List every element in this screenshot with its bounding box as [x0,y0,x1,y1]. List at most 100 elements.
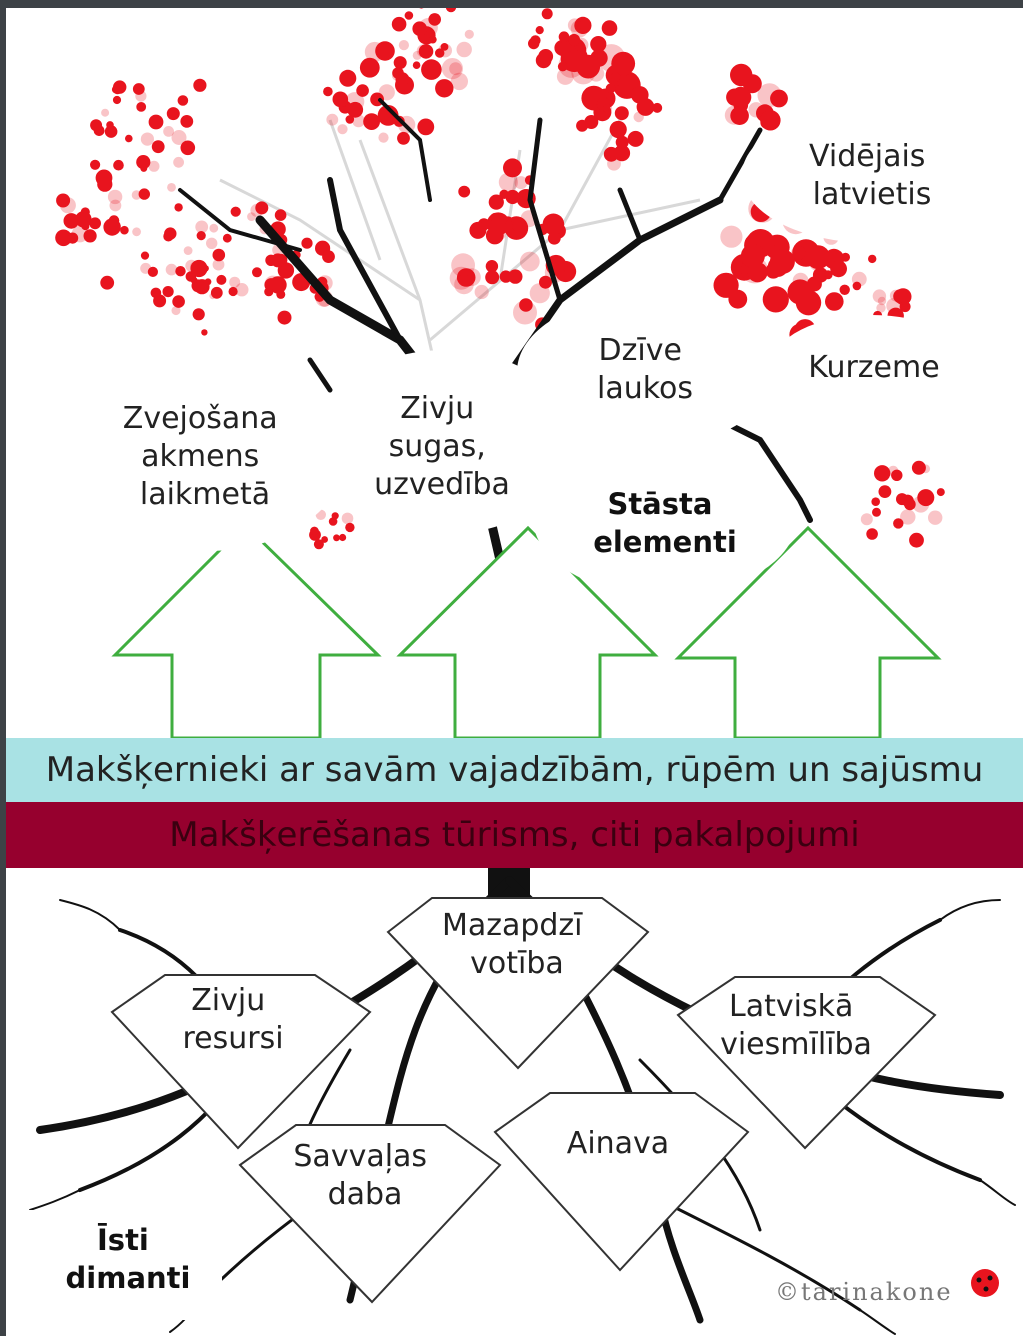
diamond-landscape [495,1093,748,1270]
red-berry [747,262,767,282]
red-berry [201,329,207,335]
red-berry [310,527,319,536]
red-berry [559,31,570,42]
red-berry [610,121,627,138]
red-berry [105,125,118,138]
red-berry [429,36,437,44]
red-berry [148,267,158,277]
red-berry [167,183,176,192]
red-berry [405,11,414,20]
red-berry [180,115,193,128]
fishing-tourism-band: Makšķerēšanas tūrisms, citi pakalpojumi [6,802,1023,868]
red-berry [435,79,453,97]
red-berry [203,265,209,271]
anglers-needs-band: Makšķernieki ar savām vajadzībām, rūpēm … [6,738,1023,802]
red-berry [206,238,217,249]
red-berry [278,311,292,325]
red-berry [112,86,120,94]
red-berry [508,269,522,283]
red-berry [211,287,223,299]
red-berry [872,508,881,517]
copyright-text: ©tarinakone [775,1278,953,1306]
bubble-stone-age-fishing-text: Zvejošana akmens laikmetā [123,401,287,512]
red-berry [893,518,903,528]
red-berry [520,252,540,272]
red-berry [568,18,582,32]
red-berry [56,194,70,208]
red-berry [427,64,435,72]
red-berry [172,295,185,308]
red-berry [438,44,452,58]
red-berry [125,135,133,143]
red-berry [193,308,205,320]
red-berry [399,40,409,50]
red-berry [113,96,121,104]
red-berry [576,120,588,132]
red-berry [921,464,930,473]
red-berry [475,285,489,299]
red-berry [866,528,878,540]
red-berry [465,30,474,39]
red-berry [853,282,862,291]
red-berry [603,104,612,113]
red-berry [732,88,752,108]
red-berry [397,132,410,145]
bubble-kurzeme-text: Kurzeme [808,350,939,385]
red-berry [490,213,499,222]
red-berry [164,227,176,239]
red-berry [485,270,499,284]
red-berry [323,87,333,97]
red-berry [917,489,934,506]
red-berry [250,204,263,217]
red-berry [163,286,174,297]
red-berry [840,285,850,295]
red-berry [730,64,752,86]
copyright-logo: ©tarinakone [775,1269,999,1306]
red-berry [152,140,165,153]
red-berry [714,273,739,298]
red-berry [874,465,890,481]
red-berry [101,109,109,117]
red-berry [634,112,644,122]
red-berry [314,539,324,549]
red-berry [378,133,388,143]
red-berry [264,287,273,296]
red-berry [868,255,876,263]
red-berry [151,288,162,299]
red-berry [332,512,339,519]
red-berry [606,83,616,93]
red-berry [396,72,410,86]
red-berry [928,511,942,525]
red-berry [611,52,635,76]
red-berry [628,131,644,147]
red-berry [412,21,427,36]
red-berry [558,62,568,72]
red-berry [166,264,178,276]
red-berry [542,8,553,19]
red-berry [337,124,347,134]
red-berry [454,275,474,295]
red-berry [873,289,886,302]
arrow-left [115,525,378,738]
red-berry [120,226,129,235]
red-berry [133,83,145,95]
red-berry [602,20,618,36]
red-berry [178,95,189,106]
red-berry [322,250,335,263]
red-berry [568,34,580,46]
red-berry [141,133,154,146]
red-berry [538,49,553,64]
red-berry [861,513,873,525]
red-berry [209,224,218,233]
red-berry [216,275,226,285]
red-berry [301,238,312,249]
red-berry [345,523,354,532]
red-berry [275,209,287,221]
red-berry [342,513,354,525]
red-berry [231,207,241,217]
red-berry [469,222,486,239]
red-berry [758,83,782,107]
red-berry [174,203,182,211]
red-berry [223,234,232,243]
